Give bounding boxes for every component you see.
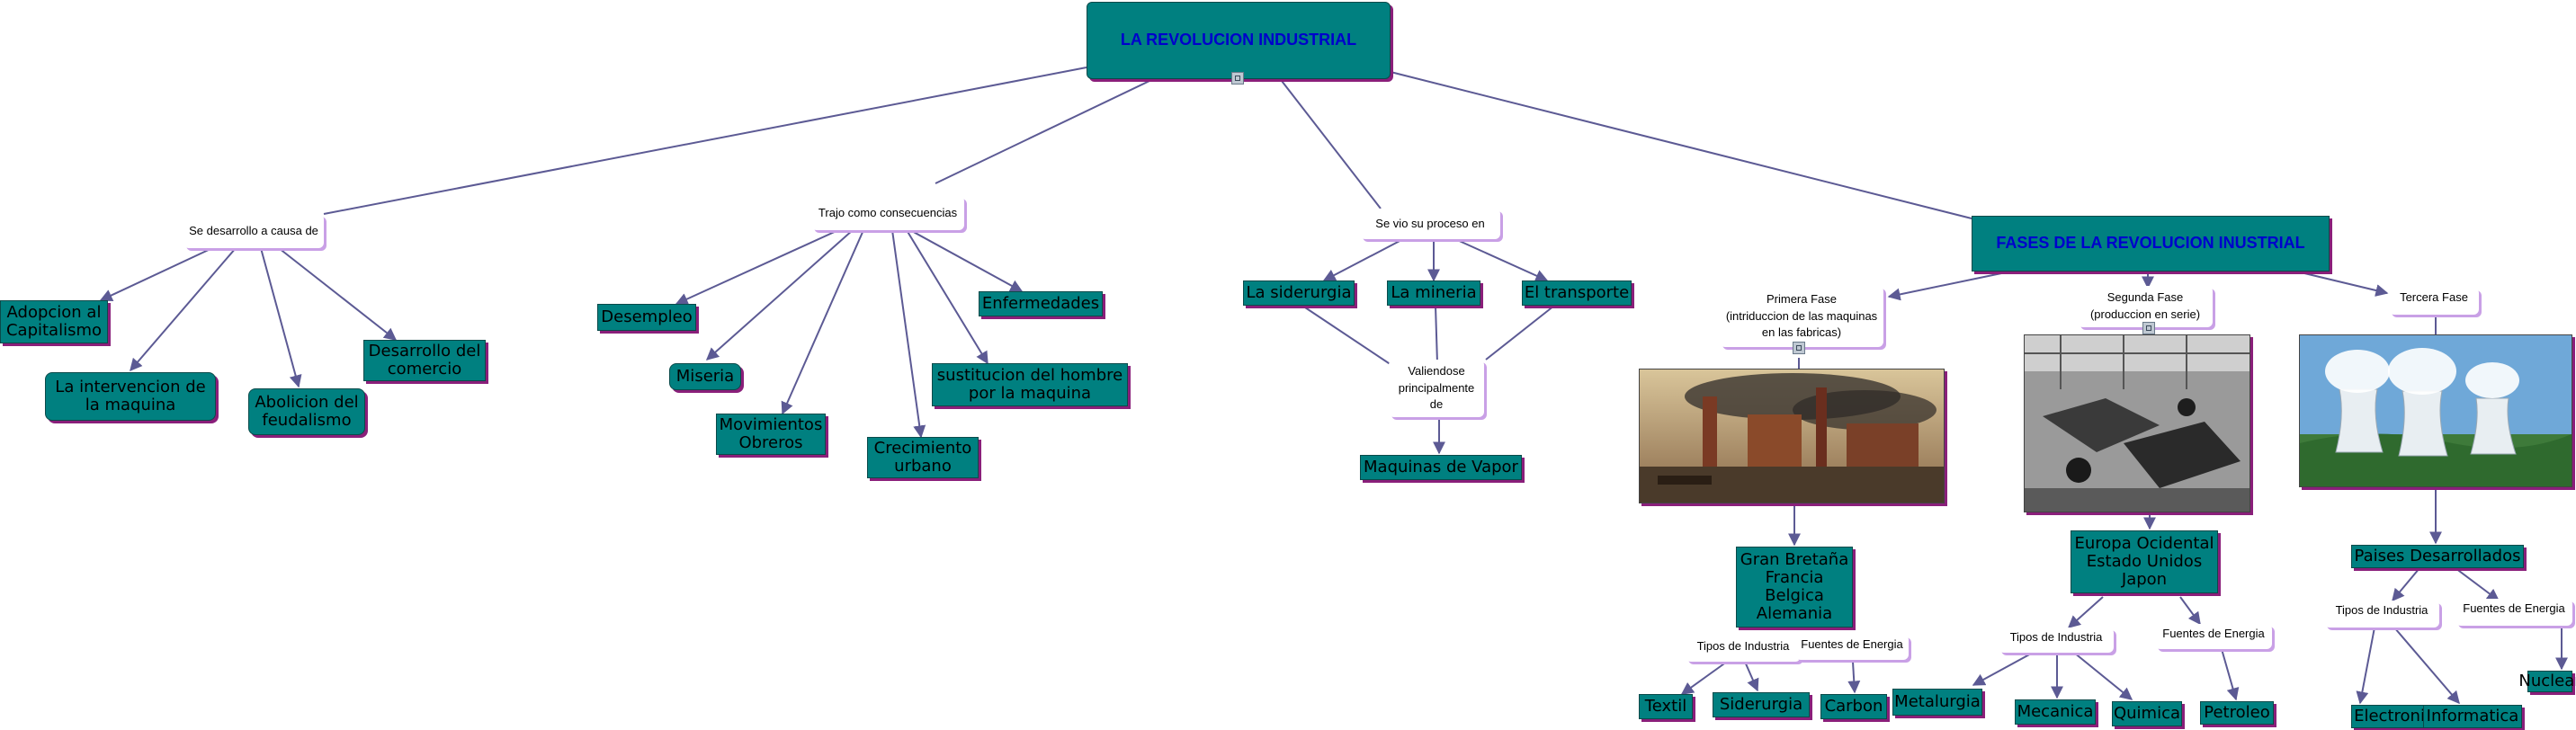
phase3-energy-link: Fuentes de Energia — [2455, 599, 2572, 626]
phase1-countries[interactable]: Gran Bretaña Francia Belgica Alemania — [1736, 547, 1853, 628]
phase2-line-1: Segunda Fase — [2106, 290, 2184, 305]
car-assembly-line-photo — [2024, 334, 2250, 512]
expand-badge-icon[interactable] — [1793, 342, 1805, 354]
cause-capitalismo-text: Adopcion al Capitalismo — [5, 303, 103, 340]
link-process: Se vio su proceso en — [1360, 209, 1500, 239]
phase1-industry-link: Tipos de Industria — [1686, 637, 1801, 662]
industry-textil[interactable]: Textil — [1639, 694, 1693, 719]
main-title-node[interactable]: LA REVOLUCION INDUSTRIAL — [1087, 2, 1391, 79]
cause-feudalismo[interactable]: Abolicion del feudalismo — [248, 388, 365, 435]
phase1-label: Primera Fase (intriduccion de las maquin… — [1720, 286, 1883, 347]
consequence-enfermedades[interactable]: Enfermedades — [979, 291, 1103, 316]
phase2-industry-link: Tipos de Industria — [1999, 628, 2114, 653]
process-mineria[interactable]: La mineria — [1387, 280, 1480, 306]
phase1-country-4: Alemania — [1756, 603, 1833, 623]
phase3-industry-link: Tipos de Industria — [2324, 601, 2439, 628]
process-siderurgia[interactable]: La siderurgia — [1243, 280, 1355, 306]
cause-capitalismo[interactable]: Adopcion al Capitalismo — [0, 300, 108, 343]
phase2-line-2: (produccion en serie) — [2089, 307, 2201, 321]
cause-comercio[interactable]: Desarrollo del comercio — [363, 340, 486, 381]
industry-siderurgia[interactable]: Siderurgia — [1713, 692, 1810, 717]
valiendose-line-1: Valiendose — [1408, 363, 1465, 378]
phase3-countries[interactable]: Paises Desarrollados — [2351, 545, 2524, 568]
consequence-crecimiento[interactable]: Crecimiento urbano — [867, 437, 979, 478]
phase1-line-1: Primera Fase — [1766, 291, 1838, 306]
phase2-country-2: Estado Unidos — [2086, 552, 2203, 572]
phase2-countries[interactable]: Europa Ocidental Estado Unidos Japon — [2071, 530, 2218, 593]
cause-comercio-text: Desarrollo del comercio — [368, 342, 481, 378]
industry-quimica[interactable]: Quimica — [2112, 701, 2182, 726]
cause-feudalismo-text: Abolicion del feudalismo — [255, 393, 359, 430]
phase1-line-2: (intriduccion de las maquinas — [1725, 308, 1878, 323]
cause-maquina[interactable]: La intervencion de la maquina — [45, 372, 216, 421]
phase1-line-3: en las fabricas) — [1761, 325, 1842, 340]
consequence-miseria[interactable]: Miseria — [669, 363, 741, 390]
valiendose-line-2: principalmente — [1398, 380, 1475, 395]
process-transporte[interactable]: El transporte — [1522, 280, 1632, 306]
factory-smokestacks-painting — [1639, 369, 1945, 503]
link-valiendose: Valiendose principalmente de — [1389, 360, 1484, 417]
phase1-country-3: Belgica — [1765, 586, 1824, 605]
consequence-sustitucion[interactable]: sustitucion del hombre por la maquina — [932, 363, 1128, 406]
nuclear-cooling-towers-photo — [2299, 334, 2572, 487]
industry-informatica[interactable]: Informatica — [2423, 705, 2522, 728]
energy-nuclear[interactable]: Nuclear — [2518, 671, 2576, 692]
cause-maquina-text: La intervencion de la maquina — [55, 378, 206, 414]
consequence-desempleo[interactable]: Desempleo — [597, 304, 696, 331]
energy-carbon[interactable]: Carbon — [1820, 694, 1887, 719]
consequence-crecimiento-text: Crecimiento urbano — [873, 439, 972, 476]
consequence-movimientos[interactable]: Movimientos Obreros — [716, 414, 826, 455]
phase2-country-1: Europa Ocidental — [2074, 534, 2214, 554]
phase1-country-2: Francia — [1765, 568, 1824, 588]
energy-petroleo[interactable]: Petroleo — [2200, 701, 2274, 725]
phase2-country-3: Japon — [2121, 569, 2168, 589]
consequence-movimientos-text: Movimientos Obreros — [719, 415, 823, 452]
phase2-label: Segunda Fase (produccion en serie) — [2078, 286, 2213, 327]
valiendose-line-3: de — [1429, 397, 1444, 412]
industry-metalurgia[interactable]: Metalurgia — [1892, 689, 1982, 716]
phases-title-node[interactable]: FASES DE LA REVOLUCION INUSTRIAL — [1972, 216, 2330, 272]
link-causes: Se desarrollo a causa de — [183, 214, 324, 248]
phase1-country-1: Gran Bretaña — [1740, 550, 1849, 570]
industry-mecanica[interactable]: Mecanica — [2015, 699, 2096, 725]
link-consequences: Trajo como consecuencias — [811, 196, 964, 230]
maquinas-vapor-node[interactable]: Maquinas de Vapor — [1360, 455, 1522, 480]
phase1-energy-link: Fuentes de Energia — [1795, 635, 1909, 660]
phase3-label: Tercera Fase — [2389, 288, 2479, 315]
consequence-sustitucion-text: sustitucion del hombre por la maquina — [936, 366, 1123, 403]
expand-badge-icon[interactable] — [2142, 322, 2155, 334]
expand-badge-icon[interactable] — [1231, 72, 1244, 85]
phase2-energy-link: Fuentes de Energia — [2155, 624, 2272, 649]
